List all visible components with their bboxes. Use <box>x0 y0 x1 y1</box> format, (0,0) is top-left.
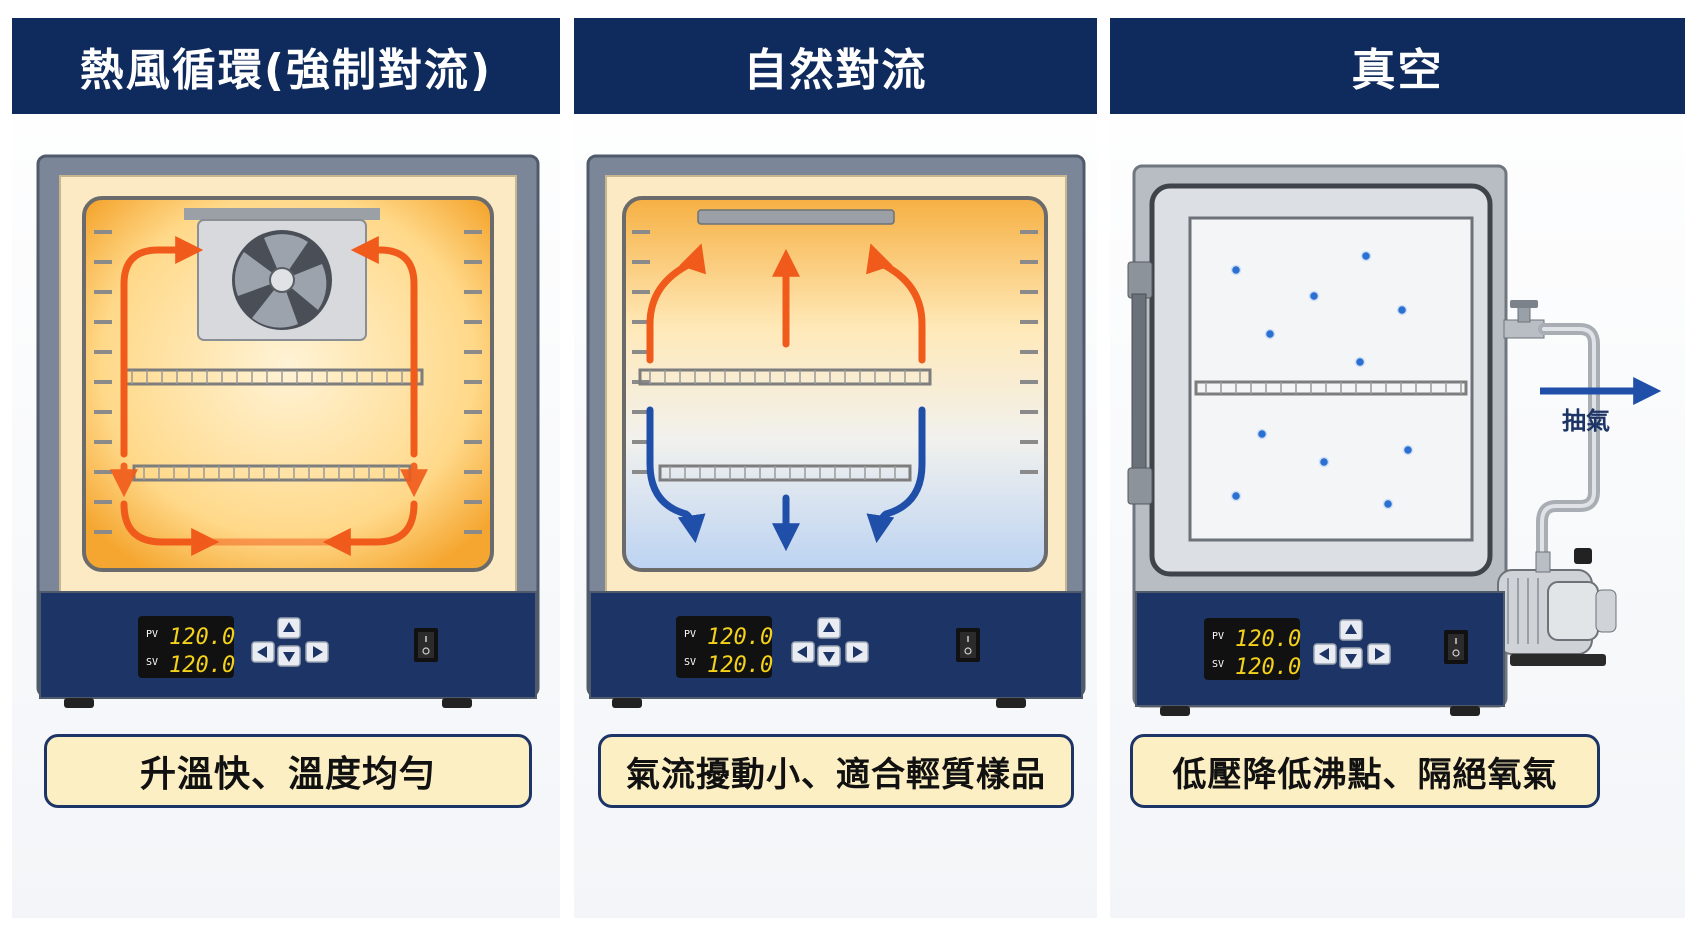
power-switch-icon[interactable] <box>1444 630 1468 664</box>
pv-value: 120.0 <box>169 625 235 650</box>
pv-label: PV <box>684 629 696 640</box>
right-rack-rail <box>1020 230 1038 474</box>
valve-icon <box>1503 300 1545 339</box>
panel-forced-convection: 熱風循環(強制對流) <box>12 18 560 918</box>
temperature-display: PV 120.0 SV 120.0 <box>138 616 235 678</box>
panel-caption: 升溫快、溫度均勻 <box>44 734 532 808</box>
sv-value: 120.0 <box>1235 655 1301 680</box>
panel-caption: 氣流擾動小、適合輕質樣品 <box>598 734 1074 808</box>
panel-caption: 低壓降低沸點、隔絕氧氣 <box>1130 734 1600 808</box>
panel-title: 熱風循環(強制對流) <box>12 18 560 114</box>
temperature-display: PV 120.0 SV 120.0 <box>1204 618 1301 680</box>
panel-title: 真空 <box>1110 18 1685 114</box>
left-foot <box>1160 706 1190 716</box>
control-buttons <box>1313 619 1391 669</box>
right-foot <box>1450 706 1480 716</box>
pv-value: 120.0 <box>1235 627 1301 652</box>
control-panel <box>1135 591 1505 707</box>
button-glyphs <box>257 622 323 662</box>
rising-hot-air-arrows <box>646 243 926 364</box>
left-foot <box>64 698 94 708</box>
control-panel <box>39 591 537 699</box>
left-rack-rail <box>94 230 112 534</box>
vacuum-pipe-highlight <box>1540 327 1596 564</box>
vacuum-pipe <box>1536 323 1600 568</box>
sinking-cool-air-arrows <box>646 406 926 552</box>
panel-natural-convection: 自然對流 <box>574 18 1097 918</box>
right-foot <box>442 698 472 708</box>
sv-label: SV <box>146 657 158 668</box>
control-panel <box>589 591 1083 699</box>
button-glyphs <box>797 622 863 662</box>
exhaust-label: 抽氣 <box>1562 407 1610 435</box>
heater-vent-icon <box>697 209 895 225</box>
pv-label: PV <box>1212 631 1224 642</box>
right-foot <box>996 698 1026 708</box>
right-rack-rail <box>464 230 482 534</box>
panel-title: 自然對流 <box>574 18 1097 114</box>
panel-vacuum: 真空 <box>1110 18 1685 918</box>
power-switch-icon[interactable] <box>414 628 438 662</box>
sv-label: SV <box>1212 659 1224 670</box>
button-glyphs <box>1319 624 1385 664</box>
natural-convection-oven-illustration: PV 120.0 SV 120.0 <box>586 154 1086 708</box>
forced-convection-oven-illustration: PV 120.0 SV 120.0 <box>36 154 540 708</box>
sv-value: 120.0 <box>707 653 773 678</box>
upper-shelf <box>638 368 932 386</box>
vacuum-shelf <box>1194 380 1468 396</box>
fan-icon <box>184 208 380 341</box>
hot-air-flow-arrows <box>110 236 428 556</box>
vacuum-oven-illustration: 抽氣 PV 120.0 SV 120.0 <box>1127 164 1662 716</box>
sv-value: 120.0 <box>169 653 235 678</box>
left-foot <box>612 698 642 708</box>
door-hinge-handle <box>1127 261 1153 505</box>
temperature-display: PV 120.0 SV 120.0 <box>676 616 773 678</box>
lower-shelf <box>658 464 912 482</box>
pv-value: 120.0 <box>707 625 773 650</box>
pv-label: PV <box>146 629 158 640</box>
power-switch-icon[interactable] <box>956 628 980 662</box>
gas-molecule-dots <box>1230 250 1414 510</box>
sv-label: SV <box>684 657 696 668</box>
